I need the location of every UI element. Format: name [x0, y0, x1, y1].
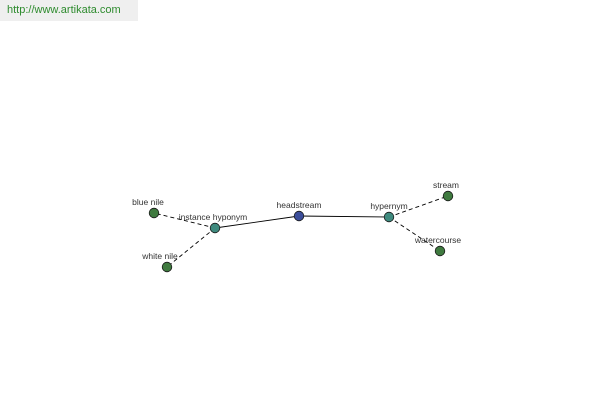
node-hypernym[interactable]: hypernym	[370, 201, 408, 223]
node-blue-nile-label: blue nile	[132, 197, 164, 207]
node-hypernym-label: hypernym	[370, 201, 407, 211]
graph-edges	[153, 195, 449, 268]
node-watercourse-dot[interactable]	[434, 245, 446, 257]
node-headstream-label: headstream	[277, 200, 322, 210]
node-white-nile[interactable]: white nile	[141, 251, 178, 273]
node-headstream[interactable]: headstream	[277, 200, 322, 222]
watermark-link[interactable]: http://www.artikata.com	[7, 4, 121, 16]
node-white-nile-label: white nile	[141, 251, 178, 261]
node-watercourse[interactable]: watercourse	[414, 235, 462, 257]
edge-headstream-hypernym	[298, 215, 390, 218]
node-blue-nile[interactable]: blue nile	[132, 197, 164, 219]
node-instance-hyponym-dot[interactable]	[209, 222, 221, 234]
edge-hypernym-watercourse	[388, 216, 441, 252]
node-stream-dot[interactable]	[442, 190, 454, 202]
node-stream[interactable]: stream	[433, 180, 459, 202]
node-white-nile-dot[interactable]	[161, 261, 173, 273]
watermark-banner: http://www.artikata.com	[0, 0, 138, 21]
node-stream-label: stream	[433, 180, 459, 190]
edge-instance-hyponym-white-nile	[166, 227, 216, 268]
edge-instance-hyponym-blue-nile	[153, 212, 216, 229]
node-hypernym-dot[interactable]	[383, 211, 395, 223]
edge-headstream-instance-hyponym	[214, 215, 300, 229]
node-instance-hyponym[interactable]: instance hyponym	[179, 212, 248, 234]
edge-hypernym-stream	[388, 195, 449, 218]
node-headstream-dot[interactable]	[293, 210, 305, 222]
node-blue-nile-dot[interactable]	[148, 207, 160, 219]
node-instance-hyponym-label: instance hyponym	[179, 212, 248, 222]
node-watercourse-label: watercourse	[414, 235, 462, 245]
